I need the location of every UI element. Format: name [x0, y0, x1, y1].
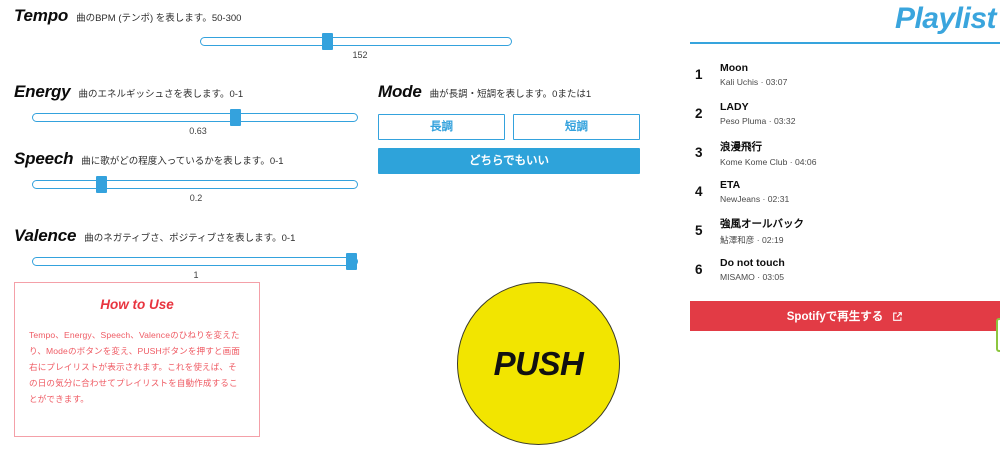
control-title-energy: Energy — [14, 82, 71, 101]
slider-energy[interactable]: 0.63 — [0, 109, 360, 139]
track-meta: MISAMO · 03:05 — [720, 272, 784, 282]
track-title: Moon — [720, 62, 748, 74]
playlist-row[interactable]: 3 浪漫飛行 Kome Kome Club · 04:06 — [690, 133, 1000, 172]
slider-tempo[interactable]: 152 — [0, 33, 540, 63]
control-header: Valence 曲のネガティブさ、ポジティブさを表します。0-1 — [0, 226, 360, 246]
track-meta: NewJeans · 02:31 — [720, 194, 790, 204]
slider-track-tempo[interactable] — [200, 37, 512, 46]
control-title-tempo: Tempo — [14, 6, 69, 25]
slider-value-valence: 1 — [193, 270, 199, 280]
track-index: 5 — [695, 223, 703, 238]
track-info: Moon Kali Uchis · 03:07 — [720, 62, 1000, 87]
mode-major-button[interactable]: 長調 — [378, 114, 505, 140]
slider-track-energy[interactable] — [32, 113, 358, 122]
control-description-tempo: 曲のBPM (テンポ) を表します。50-300 — [76, 13, 242, 24]
control-group-valence: Valence 曲のネガティブさ、ポジティブさを表します。0-1 1 — [0, 226, 360, 283]
slider-value-energy: 0.63 — [189, 126, 207, 136]
track-meta: Peso Pluma · 03:32 — [720, 116, 796, 126]
slider-thumb-valence[interactable] — [346, 253, 357, 270]
slider-value-tempo: 152 — [352, 50, 368, 60]
mode-minor-button[interactable]: 短調 — [513, 114, 640, 140]
slider-value-speech: 0.2 — [189, 193, 203, 203]
track-info: 浪漫飛行 Kome Kome Club · 04:06 — [720, 139, 1000, 167]
slider-thumb-tempo[interactable] — [322, 33, 333, 50]
control-header: Mode 曲が長調・短調を表します。0または1 — [378, 82, 640, 102]
control-group-energy: Energy 曲のエネルギッシュさを表します。0-1 0.63 — [0, 82, 360, 139]
spotify-play-button[interactable]: Spotifyで再生する — [690, 301, 1000, 331]
how-to-use-body: Tempo、Energy、Speech、Valenceのひねりを変えたり、Mod… — [29, 330, 241, 404]
track-meta: 鮎澤和彦 · 02:19 — [720, 234, 784, 245]
mode-button-row: 長調 短調 — [378, 114, 640, 140]
track-title: 強風オールバック — [720, 217, 804, 230]
playlist-list: 1 Moon Kali Uchis · 03:07 2 LADY Peso Pl… — [690, 55, 1000, 289]
playlist-row[interactable]: 4 ETA NewJeans · 02:31 — [690, 172, 1000, 211]
control-description-mode: 曲が長調・短調を表します。0または1 — [429, 89, 592, 100]
control-title-mode: Mode — [378, 82, 422, 101]
track-title: LADY — [720, 101, 749, 113]
track-index: 2 — [695, 106, 703, 121]
controls-pane: Tempo 曲のBPM (テンポ) を表します。50-300 152 Energ… — [0, 6, 640, 445]
external-link-icon — [892, 311, 903, 322]
track-title: Do not touch — [720, 257, 785, 269]
playlist-pane: Playlist 1 Moon Kali Uchis · 03:07 2 LAD… — [690, 0, 1000, 459]
slider-track-speech[interactable] — [32, 180, 358, 189]
how-to-use-title: How to Use — [100, 297, 174, 312]
green-edge-widget — [996, 318, 1000, 352]
track-info: ETA NewJeans · 02:31 — [720, 179, 1000, 204]
track-info: 強風オールバック 鮎澤和彦 · 02:19 — [720, 216, 1000, 246]
slider-thumb-energy[interactable] — [230, 109, 241, 126]
slider-valence[interactable]: 1 — [0, 253, 360, 283]
track-index: 3 — [695, 145, 703, 160]
track-index: 6 — [695, 262, 703, 277]
playlist-row[interactable]: 6 Do not touch MISAMO · 03:05 — [690, 250, 1000, 289]
control-title-speech: Speech — [14, 149, 74, 168]
control-header: Tempo 曲のBPM (テンポ) を表します。50-300 — [0, 6, 540, 26]
track-index: 1 — [695, 67, 703, 82]
playlist-divider — [690, 42, 1000, 44]
track-index: 4 — [695, 184, 703, 199]
slider-track-valence[interactable] — [32, 257, 358, 266]
control-header: Speech 曲に歌がどの程度入っているかを表します。0-1 — [0, 149, 360, 169]
control-header: Energy 曲のエネルギッシュさを表します。0-1 — [0, 82, 360, 102]
slider-speech[interactable]: 0.2 — [0, 176, 360, 206]
track-info: LADY Peso Pluma · 03:32 — [720, 101, 1000, 126]
track-title: 浪漫飛行 — [720, 140, 762, 153]
playlist-row[interactable]: 2 LADY Peso Pluma · 03:32 — [690, 94, 1000, 133]
playlist-row[interactable]: 1 Moon Kali Uchis · 03:07 — [690, 55, 1000, 94]
mode-either-button[interactable]: どちらでもいい — [378, 148, 640, 174]
control-description-valence: 曲のネガティブさ、ポジティブさを表します。0-1 — [84, 233, 296, 244]
spotify-play-label: Spotifyで再生する — [786, 311, 884, 323]
control-group-speech: Speech 曲に歌がどの程度入っているかを表します。0-1 0.2 — [0, 149, 360, 206]
control-group-tempo: Tempo 曲のBPM (テンポ) を表します。50-300 152 — [0, 6, 540, 63]
playlist-title: Playlist — [894, 2, 997, 35]
control-description-speech: 曲に歌がどの程度入っているかを表します。0-1 — [81, 156, 284, 167]
how-to-use-panel: How to Use Tempo、Energy、Speech、Valenceのひ… — [14, 282, 260, 437]
push-button[interactable]: PUSH — [457, 282, 620, 445]
slider-thumb-speech[interactable] — [96, 176, 107, 193]
track-title: ETA — [720, 179, 741, 191]
control-title-valence: Valence — [14, 226, 77, 245]
track-info: Do not touch MISAMO · 03:05 — [720, 257, 1000, 282]
control-description-energy: 曲のエネルギッシュさを表します。0-1 — [78, 89, 244, 100]
push-button-label: PUSH — [493, 344, 584, 382]
playlist-row[interactable]: 5 強風オールバック 鮎澤和彦 · 02:19 — [690, 211, 1000, 250]
control-group-mode: Mode 曲が長調・短調を表します。0または1 長調 短調 どちらでもいい — [378, 82, 640, 174]
track-meta: Kome Kome Club · 04:06 — [720, 156, 817, 167]
track-meta: Kali Uchis · 03:07 — [720, 77, 788, 87]
